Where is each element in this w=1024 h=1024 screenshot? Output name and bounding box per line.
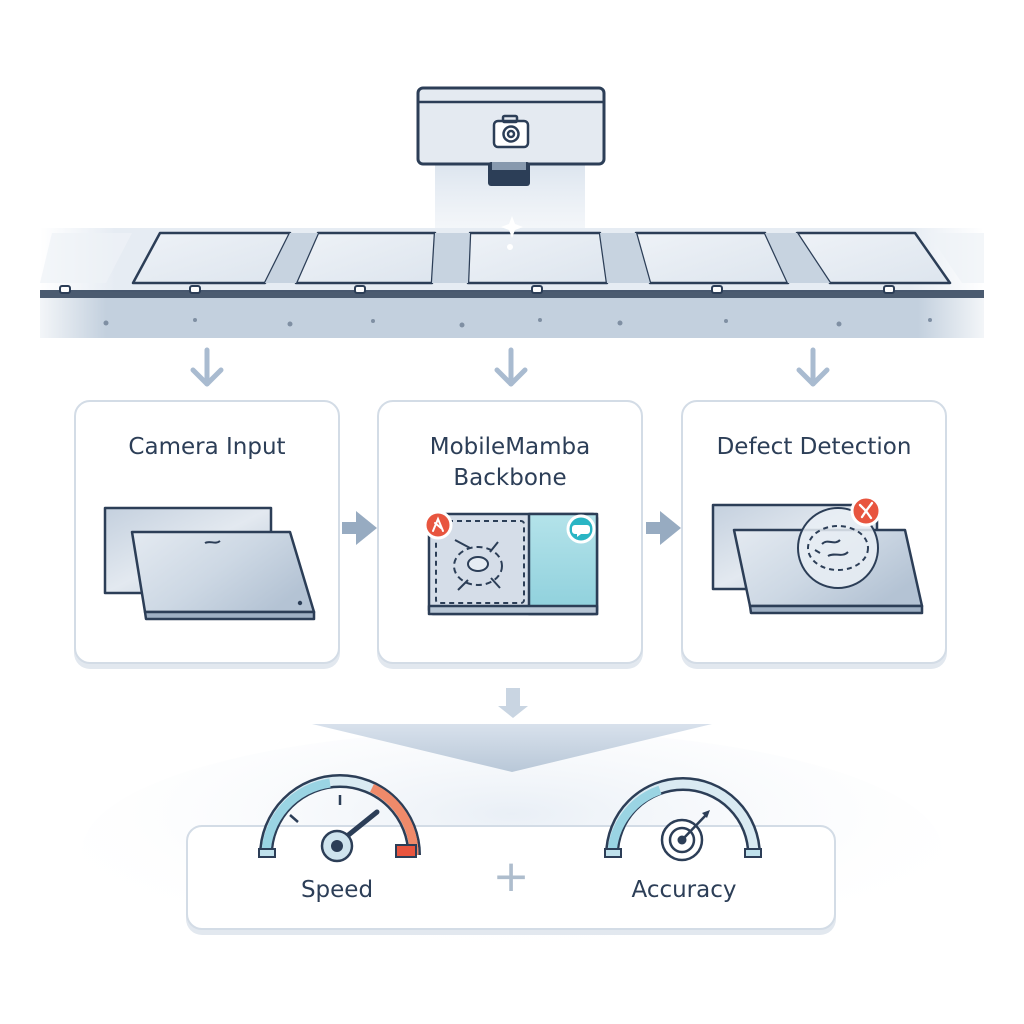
conveyor-belt — [40, 216, 984, 338]
speed-label: Speed — [300, 877, 374, 903]
mobilemamba-backbone-title: MobileMamba Backbone — [429, 434, 591, 491]
mobilemamba-backbone-card: MobileMamba Backbone — [377, 400, 643, 664]
camera-input-card: Camera Input — [74, 400, 340, 664]
down-arrow-icons — [190, 347, 830, 387]
camera-icon — [492, 114, 530, 149]
plus-sign: + — [492, 851, 530, 902]
funnel-arrow-icon — [312, 688, 712, 772]
right-arrow-icons — [342, 511, 681, 545]
defect-detection-title: Defect Detection — [716, 434, 912, 460]
camera-input-title: Camera Input — [128, 434, 286, 460]
accuracy-label: Accuracy — [631, 877, 737, 903]
defect-detection-card: Defect Detection — [681, 400, 947, 664]
